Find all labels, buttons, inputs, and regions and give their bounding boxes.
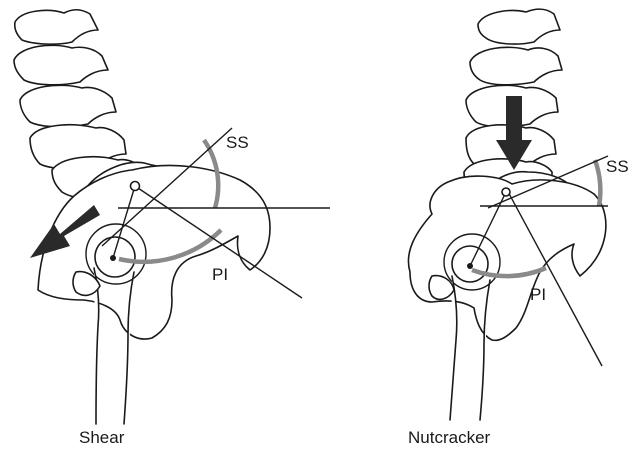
hip-center-left — [110, 255, 116, 261]
endplate-midpoint-right — [502, 188, 510, 196]
caption-nutcracker: Nutcracker — [408, 428, 491, 447]
vertebra-l1 — [15, 10, 98, 44]
pelvis-right — [408, 176, 605, 340]
pi-label-left: PI — [212, 265, 228, 284]
caption-shear: Shear — [79, 428, 125, 447]
vertebra-l2 — [14, 45, 108, 84]
pi-label-right: PI — [530, 285, 546, 304]
vertebra-r1 — [478, 9, 560, 44]
vertebra-l3 — [20, 85, 116, 126]
panel-nutcracker: SS PI Nutcracker — [408, 9, 629, 447]
vertebra-r2 — [470, 47, 562, 84]
ss-label-left: SS — [226, 133, 249, 152]
panel-shear: SS PI Shear — [14, 10, 330, 447]
hip-center-right — [467, 263, 473, 269]
ss-label-right: SS — [606, 157, 629, 176]
endplate-midpoint-left — [131, 182, 140, 191]
